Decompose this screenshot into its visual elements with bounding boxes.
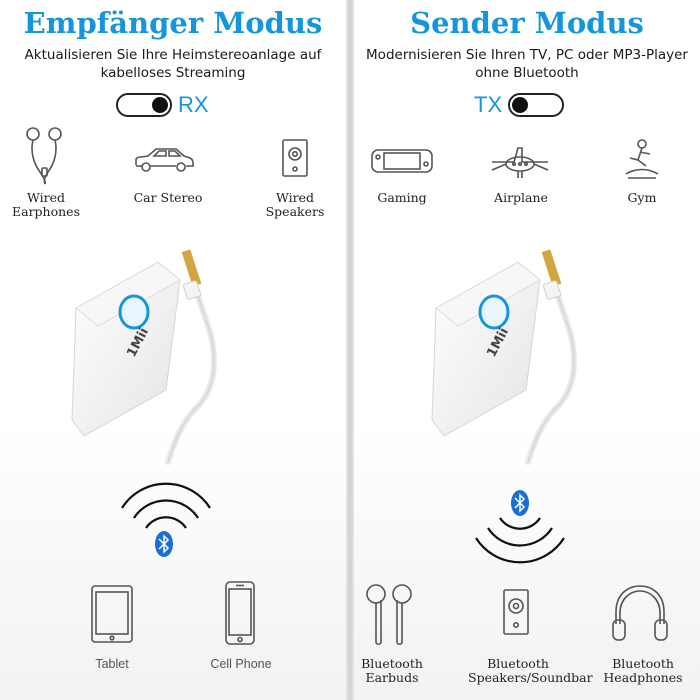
receiver-mode-title: Empfänger Modus	[23, 6, 323, 40]
gym-icon	[622, 138, 662, 182]
panel-divider	[346, 0, 354, 700]
caption-line: Gaming	[377, 190, 427, 205]
caption-line: Bluetooth	[361, 656, 423, 671]
headphones-icon	[610, 582, 670, 646]
caption-airplane: Airplane	[478, 191, 564, 205]
caption-gaming: Gaming	[364, 191, 440, 205]
caption-tablet: Tablet	[95, 657, 129, 671]
speaker-icon	[281, 138, 309, 178]
caption-line: Bluetooth	[487, 656, 549, 671]
receiver-subtitle-line1: Aktualisieren Sie Ihre Heimstereoanlage …	[24, 47, 322, 63]
receiver-mode-panel: Empfänger Modus Aktualisieren Sie Ihre H…	[0, 0, 346, 700]
caption-line: Speakers	[265, 204, 325, 219]
transmitter-mode-title: Sender Modus	[410, 6, 644, 40]
car-icon	[132, 145, 196, 175]
wireless-waves-icon	[470, 514, 570, 564]
caption-wired-speakers: Wired Speakers	[258, 191, 332, 219]
caption-line: Wired	[26, 190, 65, 205]
bluetooth-adapter-device: 1Mii	[62, 240, 292, 474]
caption-gym: Gym	[606, 191, 678, 205]
gaming-console-icon	[370, 148, 434, 174]
earbuds-icon	[364, 582, 414, 648]
earphones-icon	[20, 124, 70, 186]
caption-line: Wired	[275, 190, 314, 205]
tablet-icon	[90, 584, 134, 644]
caption-cell-phone: Cell Phone	[210, 657, 272, 671]
tx-toggle-switch[interactable]	[508, 93, 565, 117]
caption-line: Earphones	[12, 204, 80, 219]
caption-line: Bluetooth	[612, 656, 674, 671]
transmitter-subtitle-line1: Modernisieren Sie Ihren TV, PC oder MP3-…	[366, 47, 688, 63]
caption-line: Earbuds	[365, 670, 419, 685]
toggle-knob	[512, 97, 529, 113]
tx-mode-label: TX	[474, 92, 503, 117]
caption-bluetooth-earbuds: Bluetooth Earbuds	[354, 657, 430, 685]
bluetooth-adapter-device: 1Mii	[422, 240, 652, 474]
caption-wired-earphones: Wired Earphones	[10, 191, 82, 219]
transmitter-mode-subtitle: Modernisieren Sie Ihren TV, PC oder MP3-…	[362, 46, 692, 82]
receiver-mode-subtitle: Aktualisieren Sie Ihre Heimstereoanlage …	[8, 46, 338, 82]
rx-toggle-row: RX	[116, 90, 209, 120]
caption-line: Speakers/Soundbar	[468, 670, 593, 685]
caption-line: Car Stereo	[133, 190, 203, 205]
toggle-knob	[152, 97, 168, 113]
rx-mode-label: RX	[178, 92, 209, 117]
wireless-waves-icon	[116, 482, 216, 532]
airplane-icon	[488, 140, 552, 182]
caption-bluetooth-speakers-soundbar: Bluetooth Speakers/Soundbar	[468, 656, 593, 685]
caption-line: Gym	[627, 190, 657, 205]
caption-line: Headphones	[603, 670, 683, 685]
bluetooth-speaker-icon	[502, 588, 530, 636]
receiver-subtitle-line2: kabelloses Streaming	[100, 65, 246, 81]
transmitter-subtitle-line2: ohne Bluetooth	[475, 65, 579, 81]
bluetooth-icon	[510, 489, 530, 517]
rx-toggle-switch[interactable]	[116, 93, 172, 117]
transmitter-mode-panel: Sender Modus Modernisieren Sie Ihren TV,…	[354, 0, 700, 700]
caption-car-stereo: Car Stereo	[124, 191, 212, 205]
bluetooth-icon	[154, 530, 174, 558]
caption-bluetooth-headphones: Bluetooth Headphones	[602, 657, 684, 685]
caption-line: Airplane	[494, 190, 548, 205]
tx-toggle-row: TX	[474, 90, 565, 120]
cellphone-icon	[224, 580, 256, 646]
